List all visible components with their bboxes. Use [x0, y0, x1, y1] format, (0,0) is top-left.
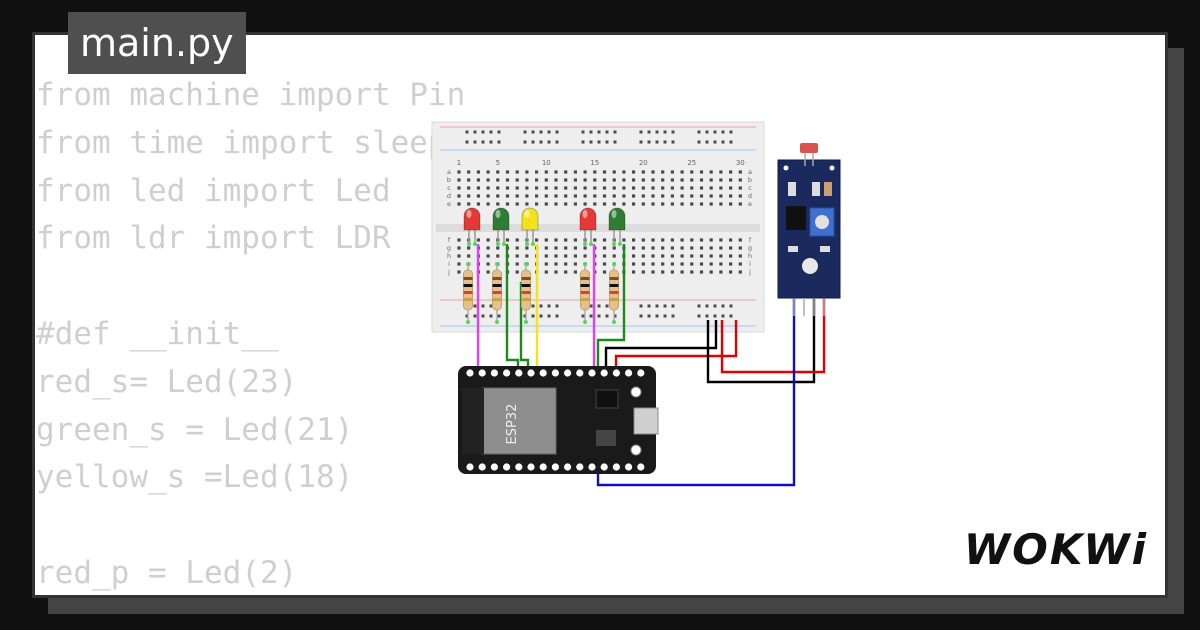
led-yellow [521, 207, 539, 246]
breadboard-row-letter: f [749, 236, 752, 244]
code-line: from time import sleep [36, 124, 447, 161]
code-view: from machine import Pin from time import … [36, 72, 465, 598]
code-line: from machine import Pin [36, 77, 466, 113]
code-line: #def __init__ [36, 315, 279, 352]
breadboard-row-letter: j [748, 268, 751, 276]
breadboard-row-letter: j [447, 268, 450, 276]
led-green [608, 207, 626, 246]
resistor [521, 262, 531, 324]
breadboard-row-letter: b [447, 176, 451, 184]
breadboard-column-number: 10 [542, 159, 551, 167]
file-tab[interactable]: main.py [68, 12, 246, 74]
breadboard-column-number: 30 [736, 159, 745, 167]
resistor [463, 262, 473, 324]
breadboard-row-letter: c [447, 184, 451, 192]
breadboard-row-letter: i [749, 260, 751, 268]
wire-red-2 [720, 298, 826, 374]
breadboard-row-letter: a [748, 168, 752, 176]
code-line: red_p = Led(2) [36, 554, 298, 591]
breadboard-row-letter: a [447, 168, 451, 176]
resistor [580, 262, 590, 324]
wires [476, 244, 826, 487]
breadboard-row-letter: g [748, 244, 752, 252]
resistor [492, 262, 502, 324]
wokwi-logo: WOKWi [963, 525, 1148, 574]
led-red [579, 207, 597, 246]
breadboard-row-letter: e [748, 200, 752, 208]
breadboard-column-number: 25 [687, 159, 696, 167]
breadboard-column-number: 20 [639, 159, 648, 167]
breadboard-row-letter: h [447, 252, 451, 260]
esp32-label: ESP32 [505, 404, 520, 445]
breadboard-column-number: 1 [457, 159, 461, 167]
wire-red-1 [614, 320, 738, 372]
breadboard-row-letter: i [448, 260, 450, 268]
breadboard-row-letter: f [448, 236, 451, 244]
code-line: yellow_s =Led(18) [36, 459, 354, 496]
wire-black-2 [706, 298, 816, 384]
code-line: red_s= Led(23) [36, 363, 298, 400]
esp32-board[interactable]: ESP32 [458, 366, 659, 474]
breadboard-row-letter: d [447, 192, 451, 200]
wire-green-3 [596, 244, 626, 372]
breadboard-column-number: 5 [496, 159, 500, 167]
breadboard-row-letter: h [748, 252, 752, 260]
wire-green-2 [519, 282, 530, 372]
breadboard-row-letter: b [748, 176, 752, 184]
wire-blue-1 [596, 298, 796, 487]
breadboard-row-letter: e [447, 200, 451, 208]
resistor [609, 262, 619, 324]
leds [463, 207, 626, 246]
breadboard-column-number: 15 [590, 159, 599, 167]
code-line: from led import Led [36, 172, 391, 209]
led-red [463, 207, 481, 246]
wire-black-1 [604, 320, 718, 372]
led-green [492, 207, 510, 246]
breadboard-row-letter: c [748, 184, 752, 192]
breadboard-row-letter: g [447, 244, 451, 252]
breadboard-row-letter: d [748, 192, 752, 200]
ldr-module[interactable] [777, 143, 841, 316]
code-line: from ldr import LDR [36, 220, 391, 257]
resistors [463, 262, 619, 324]
code-line: green_s = Led(21) [36, 411, 354, 448]
